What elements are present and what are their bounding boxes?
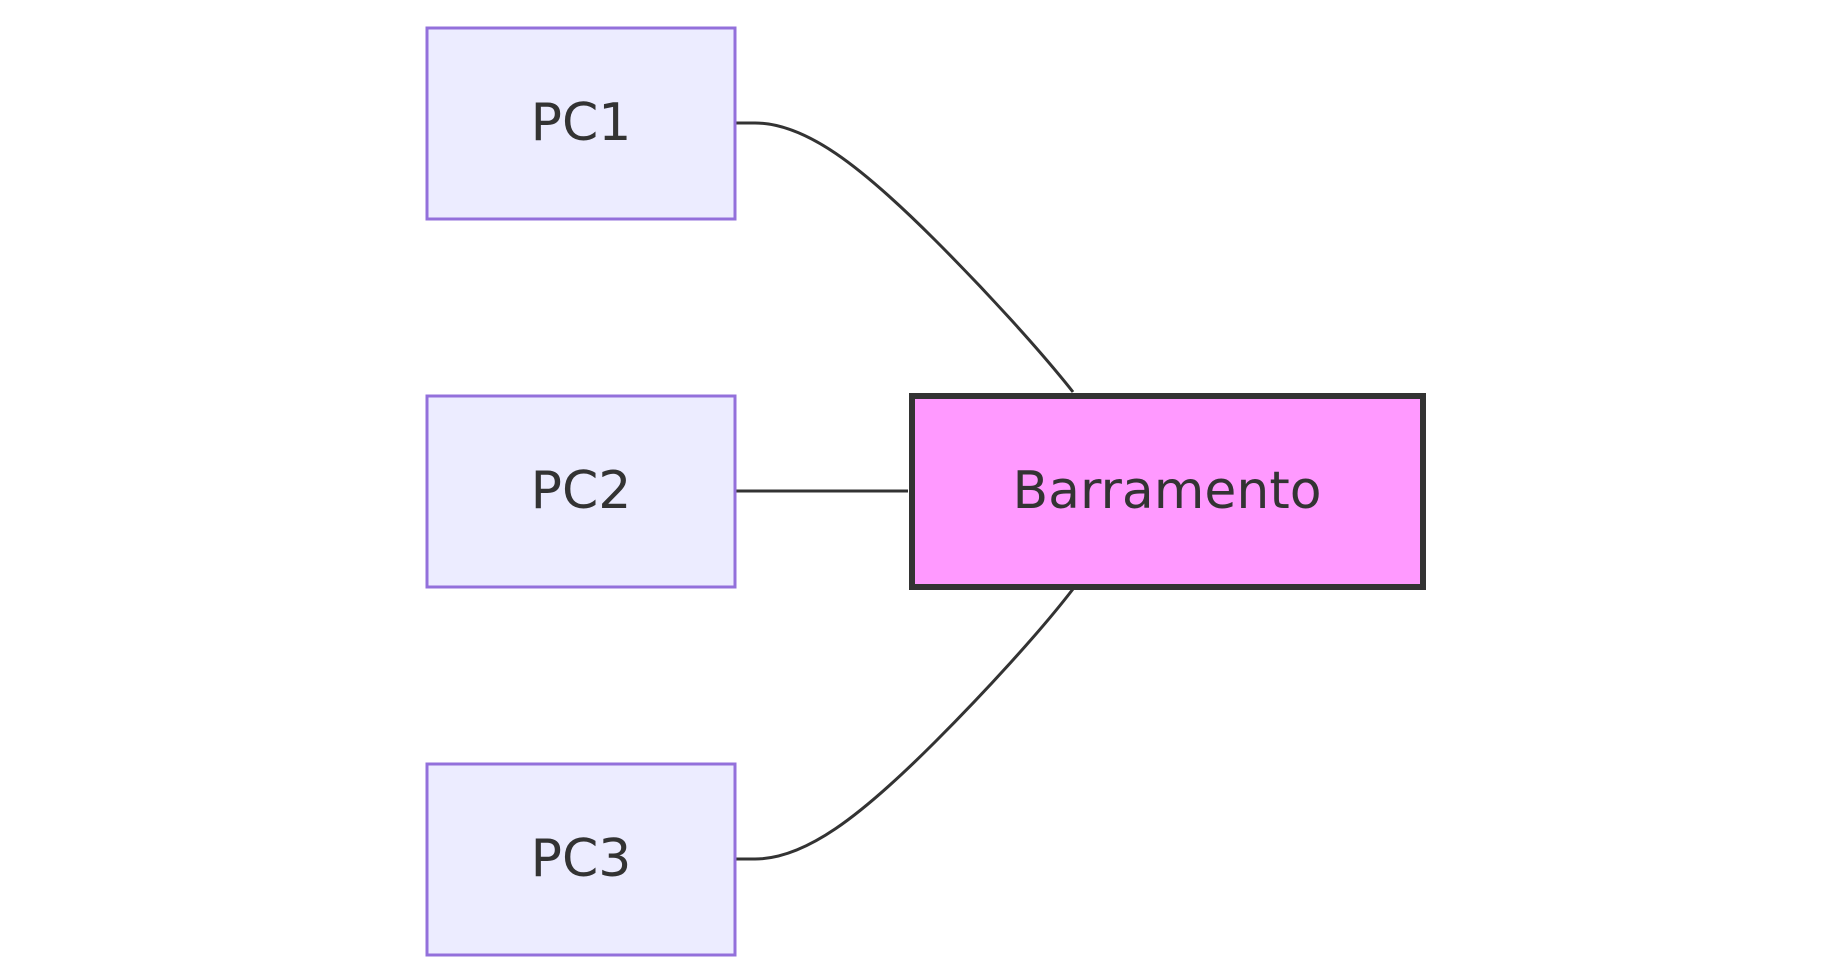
- edge-pc1-bus: [735, 121, 1075, 393]
- node-barramento[interactable]: Barramento: [909, 393, 1426, 590]
- node-pc1-label: PC1: [531, 93, 632, 153]
- node-barramento-box: [909, 393, 1426, 590]
- node-pc2-box: [425, 394, 737, 589]
- node-pc3-label: PC3: [531, 829, 632, 889]
- node-barramento-label: Barramento: [1012, 461, 1321, 521]
- edge-pc3-bus: [735, 588, 1075, 861]
- node-pc1-box: [425, 26, 737, 221]
- node-pc3[interactable]: PC3: [425, 762, 737, 957]
- edges: [735, 121, 1075, 861]
- node-pc3-box: [425, 762, 737, 957]
- node-pc2-label: PC2: [531, 461, 632, 521]
- node-pc2[interactable]: PC2: [425, 394, 737, 589]
- node-pc1[interactable]: PC1: [425, 26, 737, 221]
